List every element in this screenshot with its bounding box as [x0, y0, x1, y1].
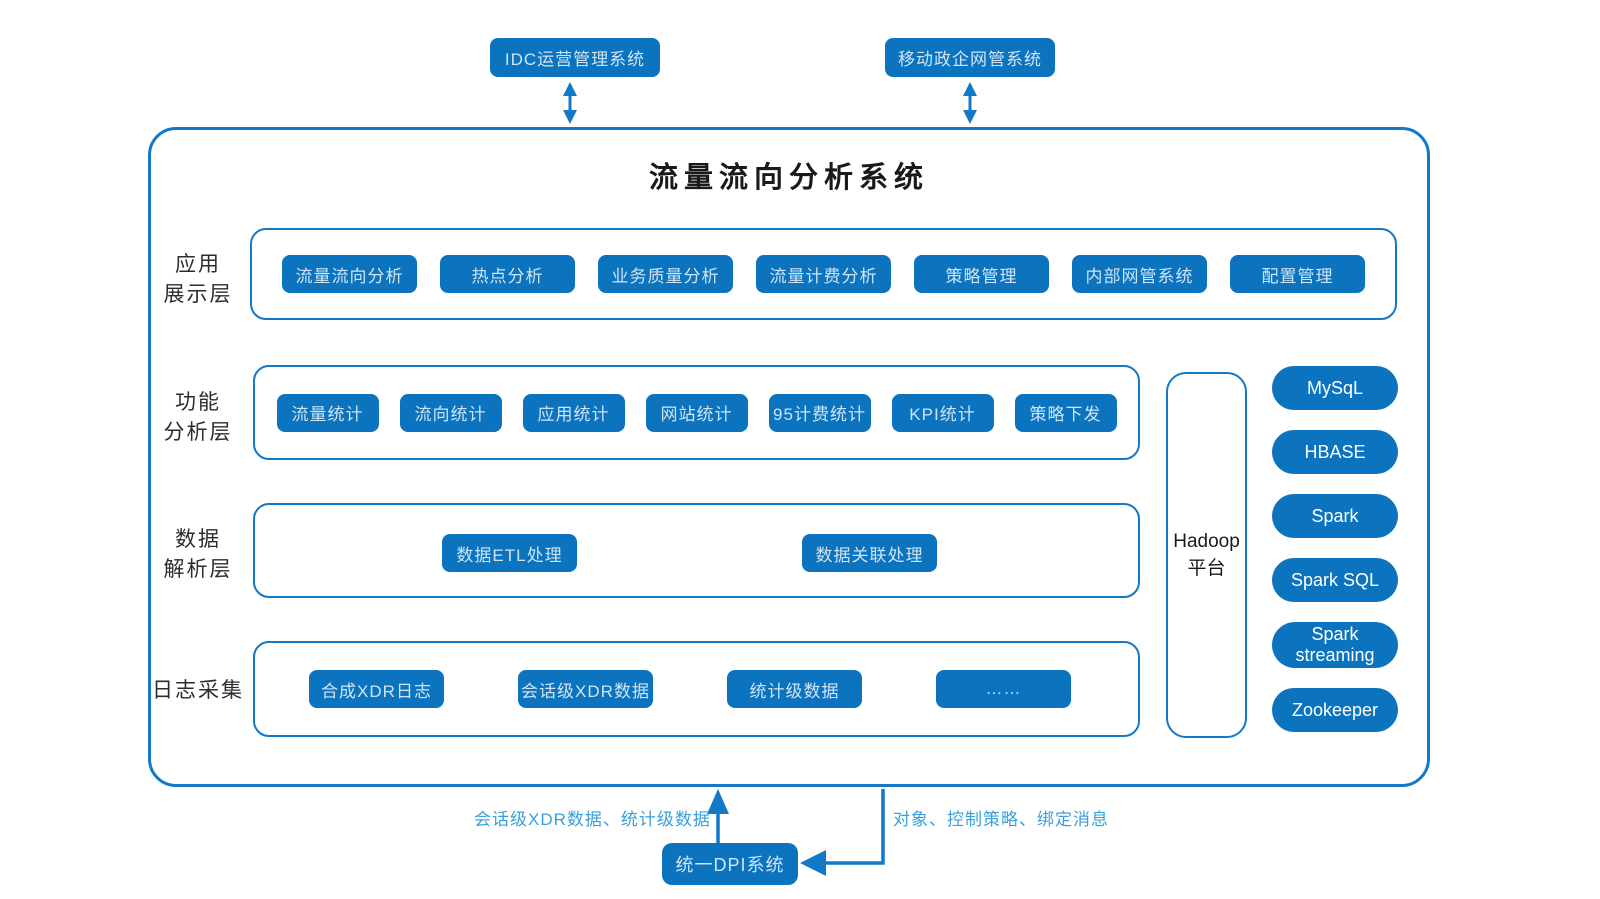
downstream-flow-label: 对象、控制策略、绑定消息: [893, 810, 1109, 829]
layer-container-app-display: 流量流向分析 热点分析 业务质量分析 流量计费分析 策略管理 内部网管系统 配置…: [250, 228, 1397, 320]
layer-container-log-collection: 合成XDR日志 会话级XDR数据 统计级数据 ……: [253, 641, 1140, 737]
module-box: 统计级数据: [727, 670, 862, 708]
layer-label-data-parsing: 数据 解析层: [150, 525, 246, 585]
bidirectional-arrow-icon: [563, 82, 577, 124]
hadoop-platform-label: 平台: [1187, 558, 1226, 579]
upstream-flow-label: 会话级XDR数据、统计级数据: [474, 810, 711, 829]
module-box: 流量流向分析: [282, 255, 417, 293]
module-box: 策略管理: [914, 255, 1049, 293]
tech-pill-hbase: HBASE: [1272, 430, 1398, 474]
tech-pill-spark: Spark: [1272, 494, 1398, 538]
module-box: 数据ETL处理: [442, 534, 577, 572]
tech-pill-spark-sql: Spark SQL: [1272, 558, 1398, 602]
module-box: 网站统计: [645, 393, 748, 432]
layer-label-app-display: 应用 展示层: [150, 250, 246, 310]
layer-label-log-collection: 日志采集: [150, 676, 246, 706]
external-system-mobile-gov: 移动政企网管系统: [885, 38, 1055, 77]
module-box: 合成XDR日志: [309, 670, 444, 708]
hadoop-platform-box: Hadoop 平台: [1166, 372, 1247, 738]
tech-pill-spark-streaming: Spark streaming: [1272, 622, 1398, 668]
module-box: 会话级XDR数据: [518, 670, 653, 708]
module-box: 95计费统计: [768, 393, 871, 432]
hadoop-platform-label: Hadoop: [1173, 531, 1240, 552]
module-box: ……: [936, 670, 1071, 708]
dpi-system-box: 统一DPI系统: [662, 843, 798, 885]
external-system-idc: IDC运营管理系统: [490, 38, 660, 77]
layer-label-line: 数据: [175, 528, 221, 551]
module-box: 业务质量分析: [598, 255, 733, 293]
layer-label-function-analysis: 功能 分析层: [150, 388, 246, 448]
layer-label-line: 日志采集: [152, 679, 244, 702]
module-box: 流量统计: [276, 393, 379, 432]
module-box: 配置管理: [1230, 255, 1365, 293]
module-box: 流量计费分析: [756, 255, 891, 293]
system-title: 流量流向分析系统: [648, 162, 929, 194]
layer-label-line: 分析层: [163, 421, 233, 444]
bidirectional-arrow-icon: [963, 82, 977, 124]
module-box: 策略下发: [1014, 393, 1117, 432]
module-box: 数据关联处理: [802, 534, 937, 572]
module-box: 流向统计: [399, 393, 502, 432]
module-box: 应用统计: [522, 393, 625, 432]
module-box: 热点分析: [440, 255, 575, 293]
layer-label-line: 应用: [175, 253, 221, 276]
layer-label-line: 解析层: [163, 558, 233, 581]
tech-pill-mysql: MySqL: [1272, 366, 1398, 410]
tech-pill-zookeeper: Zookeeper: [1272, 688, 1398, 732]
layer-label-line: 功能: [175, 391, 221, 414]
layer-container-data-parsing: 数据ETL处理 数据关联处理: [253, 503, 1140, 598]
layer-container-function-analysis: 流量统计 流向统计 应用统计 网站统计 95计费统计 KPI统计 策略下发: [253, 365, 1140, 460]
layer-label-line: 展示层: [163, 283, 233, 306]
module-box: 内部网管系统: [1072, 255, 1207, 293]
module-box: KPI统计: [891, 393, 994, 432]
elbow-left-arrow-icon: [800, 789, 885, 876]
tech-stack-column: MySqL HBASE Spark Spark SQL Spark stream…: [1272, 366, 1398, 732]
